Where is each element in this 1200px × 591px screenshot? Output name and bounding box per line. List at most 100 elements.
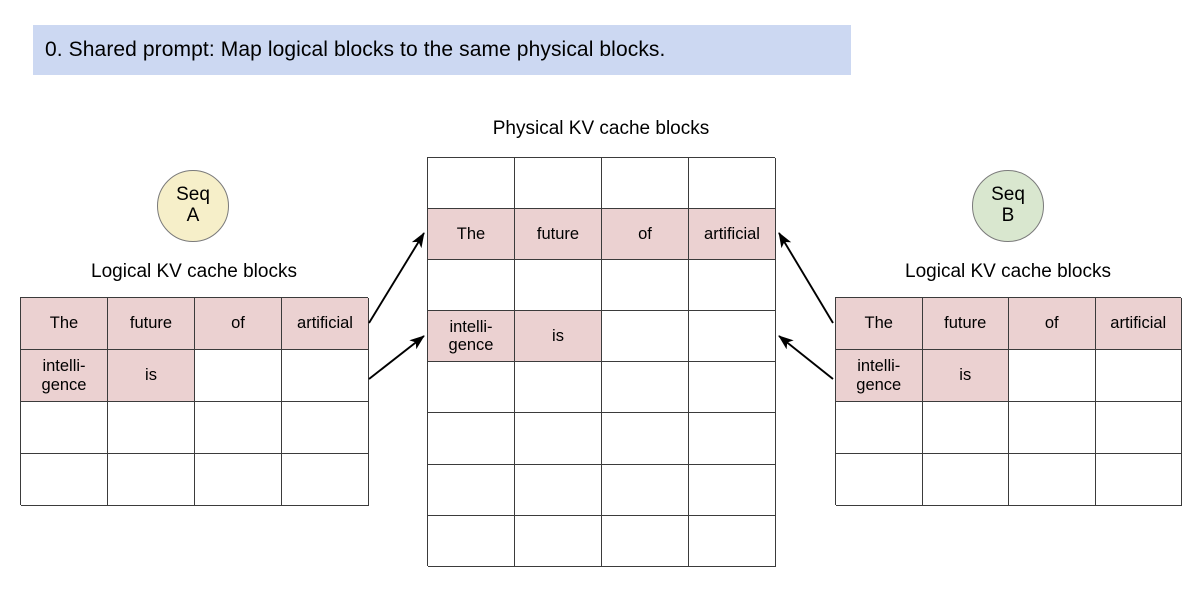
kv-block-cell-empty <box>428 464 515 516</box>
kv-block-cell-empty <box>282 350 369 402</box>
kv-block-cell-empty <box>1009 350 1096 402</box>
kv-block-cell-empty <box>836 454 923 506</box>
kv-block-cell-empty <box>108 402 195 454</box>
kv-block-cell-empty <box>428 158 515 210</box>
shared-prompt-text: 0. Shared prompt: Map logical blocks to … <box>45 38 666 62</box>
kv-block-token: of <box>1044 314 1059 333</box>
kv-block-cell-empty <box>515 464 602 516</box>
kv-block-cell-filled: of <box>1009 298 1096 350</box>
arrow-right-row2-to-physical-row4 <box>778 335 834 380</box>
kv-block-cell-filled: artificial <box>282 298 369 350</box>
kv-block-cell-empty <box>602 413 689 465</box>
kv-block-cell-empty <box>602 158 689 210</box>
kv-block-cell-empty <box>428 413 515 465</box>
arrow-right-row1-to-physical-row2 <box>778 232 834 324</box>
kv-block-token: is <box>959 366 972 385</box>
kv-block-cell-empty <box>1095 350 1182 402</box>
kv-block-cell-empty <box>21 402 108 454</box>
kv-block-cell-empty <box>689 158 776 210</box>
logical-blocks-table-seq-a: The future of artificial intelli- gence is <box>20 297 369 506</box>
kv-block-cell-filled: future <box>922 298 1009 350</box>
kv-block-cell-filled: intelli- gence <box>836 350 923 402</box>
kv-block-cell-filled: The <box>21 298 108 350</box>
kv-block-cell-empty <box>515 260 602 312</box>
seq-b-label-line2: B <box>1001 205 1015 226</box>
kv-block-cell-filled: intelli- gence <box>428 311 515 363</box>
logical-kv-cache-caption-left: Logical KV cache blocks <box>91 261 297 282</box>
kv-block-token: intelli- gence <box>856 357 902 394</box>
kv-block-cell-empty <box>515 413 602 465</box>
kv-block-cell-empty <box>689 362 776 414</box>
kv-block-cell-empty <box>282 402 369 454</box>
kv-block-cell-empty <box>602 260 689 312</box>
kv-block-token: intelli- gence <box>448 317 494 355</box>
kv-block-token: artificial <box>297 314 353 333</box>
logical-kv-cache-caption-right: Logical KV cache blocks <box>905 261 1111 282</box>
kv-block-token: intelli- gence <box>41 357 87 394</box>
kv-block-cell-empty <box>282 454 369 506</box>
kv-block-cell-empty <box>108 454 195 506</box>
kv-block-cell-empty <box>602 515 689 567</box>
kv-block-token: is <box>552 327 564 346</box>
kv-block-cell-filled: future <box>108 298 195 350</box>
kv-block-cell-filled: artificial <box>1095 298 1182 350</box>
kv-block-cell-empty <box>689 413 776 465</box>
kv-block-cell-empty <box>195 350 282 402</box>
kv-block-cell-filled: The <box>836 298 923 350</box>
kv-block-token: The <box>864 314 893 333</box>
kv-block-cell-empty <box>515 362 602 414</box>
kv-block-cell-empty <box>689 464 776 516</box>
kv-block-cell-empty <box>602 311 689 363</box>
kv-block-cell-empty <box>689 515 776 567</box>
kv-block-token: future <box>129 314 173 333</box>
kv-block-cell-filled: future <box>515 209 602 261</box>
kv-block-cell-filled: is <box>515 311 602 363</box>
kv-block-token: The <box>49 314 79 333</box>
kv-block-token: of <box>638 224 652 243</box>
kv-block-cell-empty <box>922 402 1009 454</box>
arrow-left-row1-to-physical-row2 <box>368 232 425 324</box>
kv-block-cell-filled: intelli- gence <box>21 350 108 402</box>
kv-block-cell-filled: artificial <box>689 209 776 261</box>
seq-a-label-line1: Seq <box>176 184 210 206</box>
kv-block-cell-empty <box>428 362 515 414</box>
seq-a-badge: Seq A <box>157 170 229 242</box>
kv-block-cell-empty <box>428 260 515 312</box>
kv-block-cell-empty <box>1009 402 1096 454</box>
kv-block-cell-empty <box>515 515 602 567</box>
kv-block-token: of <box>231 314 245 333</box>
kv-block-cell-empty <box>836 402 923 454</box>
kv-block-cell-empty <box>1095 402 1182 454</box>
kv-block-cell-empty <box>195 454 282 506</box>
seq-b-badge: Seq B <box>972 170 1044 242</box>
seq-b-label-line1: Seq <box>991 184 1025 206</box>
kv-block-cell-empty <box>195 402 282 454</box>
kv-block-cell-empty <box>428 515 515 567</box>
kv-block-cell-empty <box>1009 454 1096 506</box>
kv-block-cell-empty <box>689 260 776 312</box>
kv-block-cell-filled: The <box>428 209 515 261</box>
kv-block-cell-empty <box>922 454 1009 506</box>
kv-block-token: is <box>145 366 157 385</box>
kv-block-cell-filled: of <box>195 298 282 350</box>
kv-block-cell-empty <box>515 158 602 210</box>
kv-block-cell-empty <box>21 454 108 506</box>
physical-kv-cache-caption: Physical KV cache blocks <box>492 118 710 139</box>
kv-block-token: future <box>536 224 580 243</box>
kv-block-token: The <box>456 224 486 243</box>
kv-block-cell-filled: is <box>922 350 1009 402</box>
kv-block-cell-filled: is <box>108 350 195 402</box>
physical-blocks-table: The future of artificial intelli- gence is <box>427 157 776 567</box>
kv-block-token: artificial <box>1110 314 1167 333</box>
kv-block-token: future <box>944 314 987 333</box>
kv-block-token: artificial <box>704 224 760 243</box>
kv-block-cell-empty <box>689 311 776 363</box>
kv-block-cell-empty <box>1095 454 1182 506</box>
arrow-left-row2-to-physical-row4 <box>368 335 425 380</box>
shared-prompt-banner: 0. Shared prompt: Map logical blocks to … <box>33 25 851 75</box>
seq-a-label-line2: A <box>186 205 200 226</box>
kv-block-cell-empty <box>602 362 689 414</box>
logical-blocks-table-seq-b: The future of artificial intelli- gence is <box>835 297 1182 506</box>
kv-block-cell-empty <box>602 464 689 516</box>
